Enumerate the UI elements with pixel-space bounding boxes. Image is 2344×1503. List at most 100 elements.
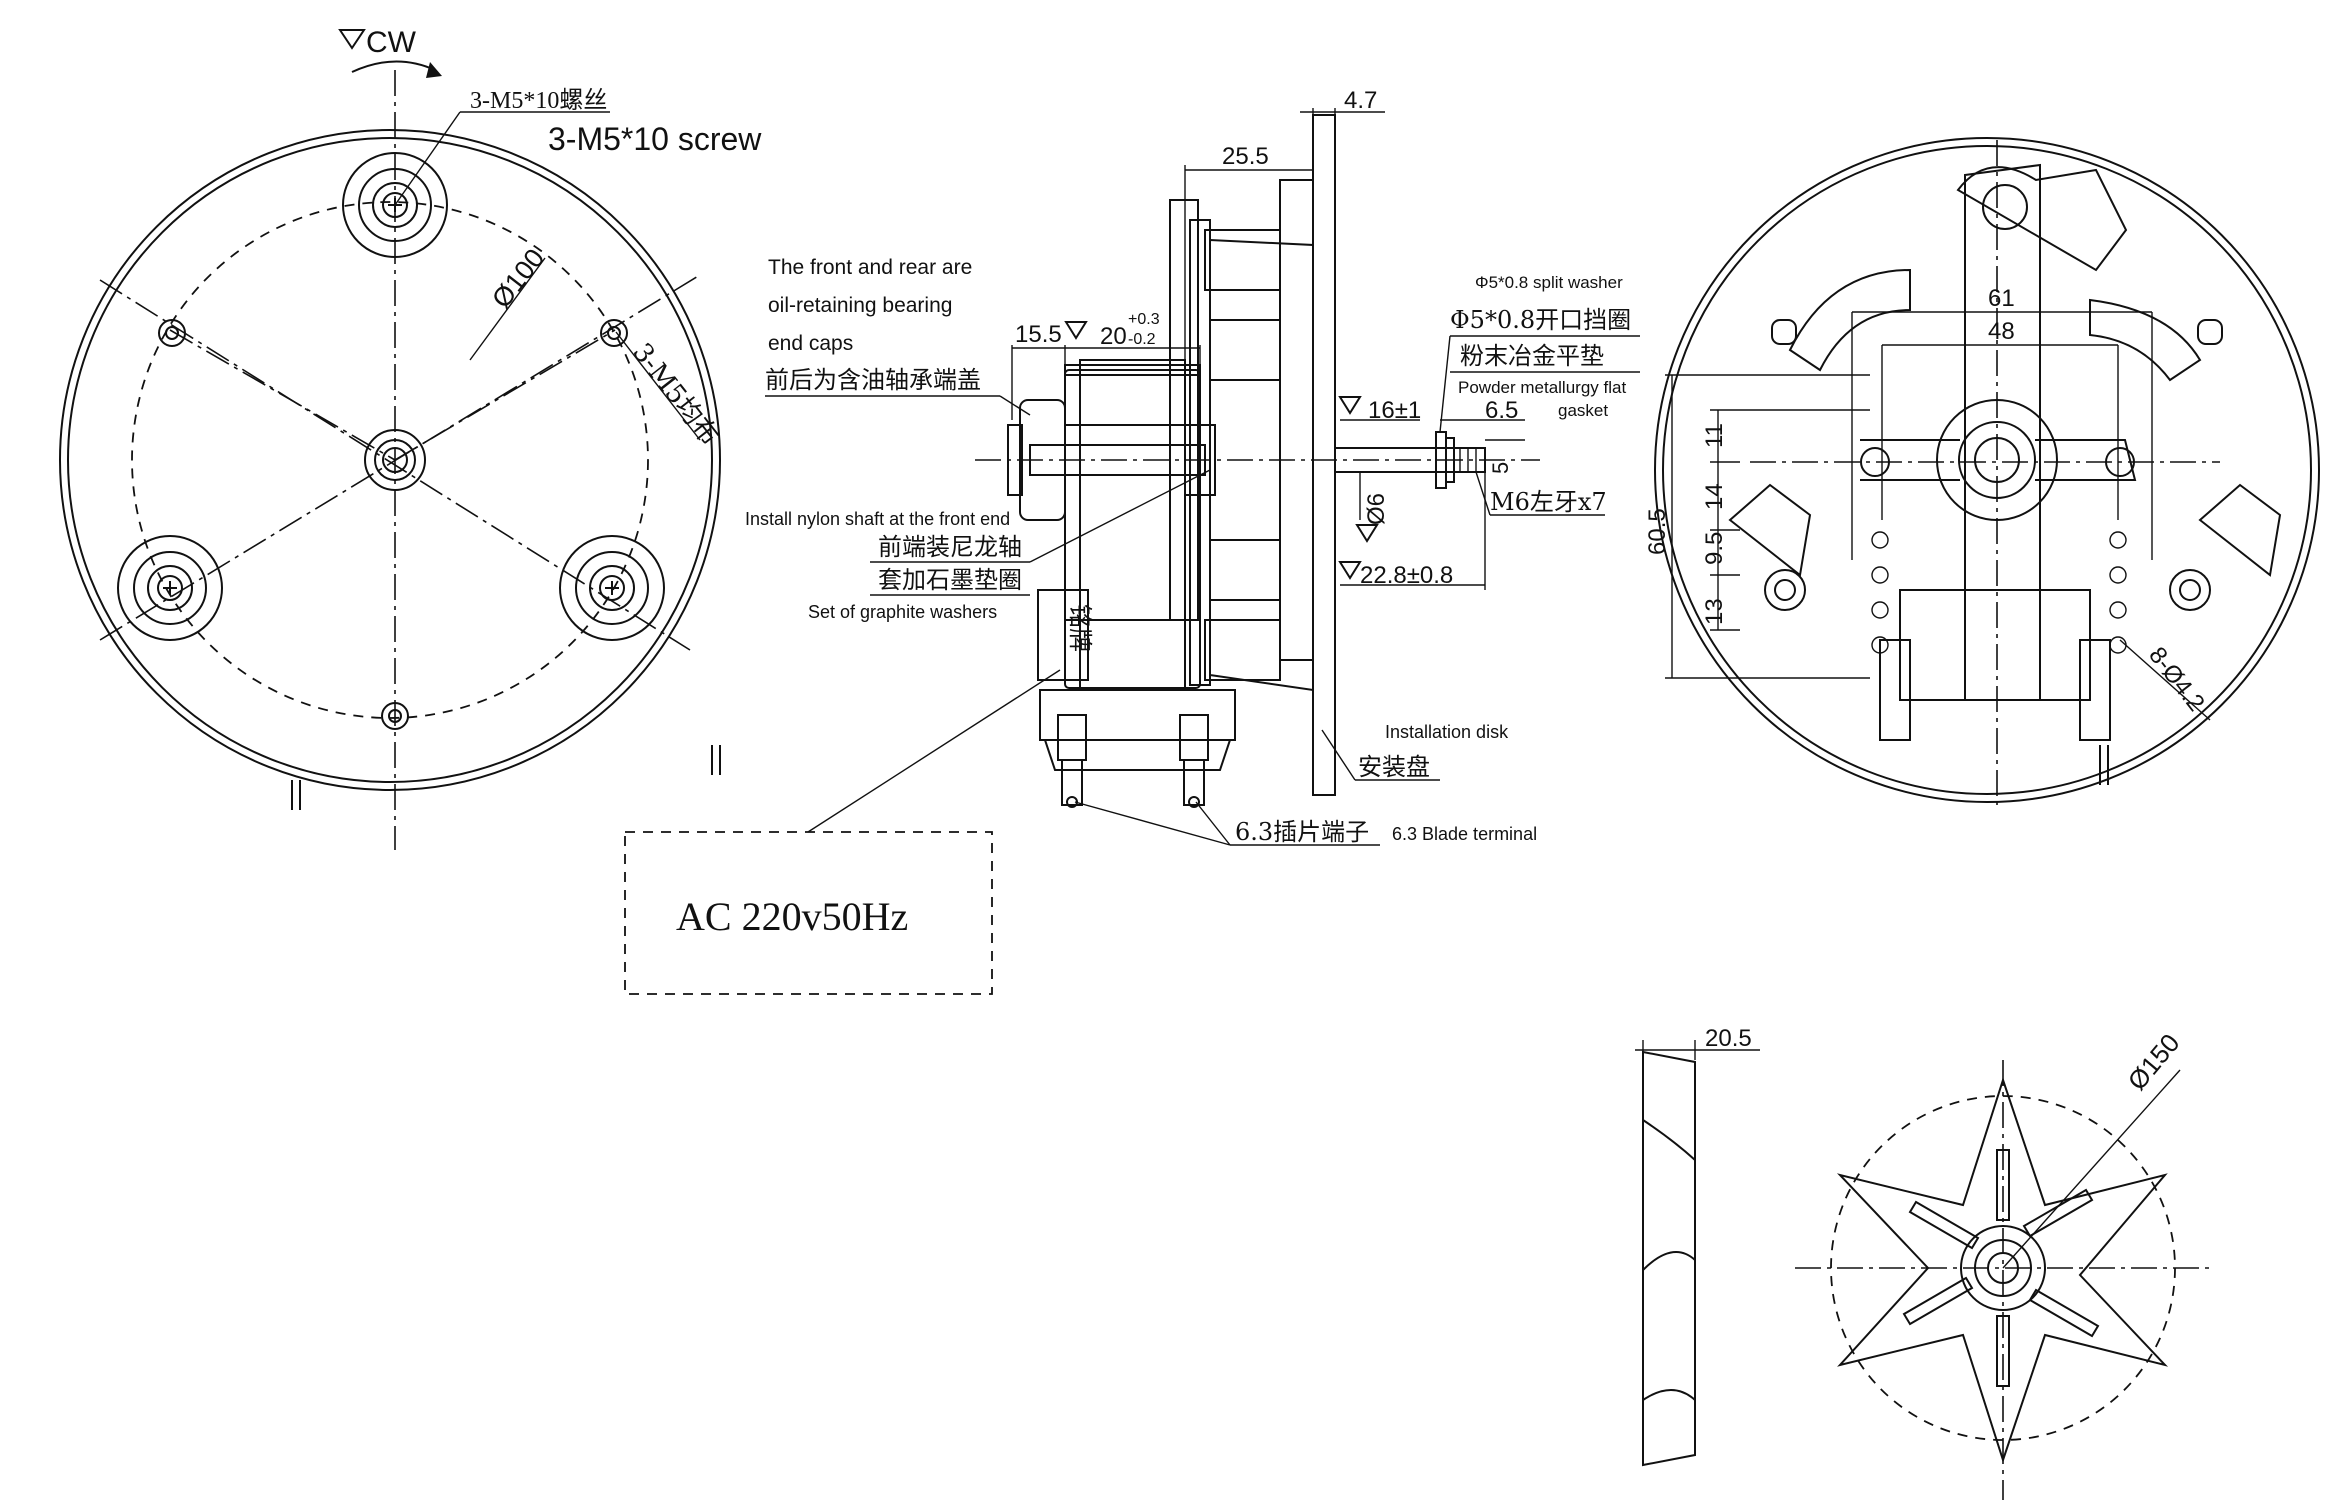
gasket-en-1: Powder metallurgy flat	[1458, 378, 1626, 397]
coil-top	[1064, 364, 1201, 426]
dim-6-5: 6.5	[1440, 397, 1525, 441]
fan-hub-outer	[1960, 1225, 2046, 1311]
outer-flange-rim	[67, 137, 713, 783]
dim-4-7: 4.7	[1300, 87, 1385, 125]
bearing-en-3: end caps	[768, 332, 853, 355]
graphite-en: Set of graphite washers	[808, 602, 997, 622]
rotor-shaft	[1029, 444, 1206, 476]
bolt-circle-dim-line	[469, 257, 546, 361]
diagonal-centerline-a	[99, 279, 691, 651]
disk-en: Installation disk	[1385, 722, 1509, 742]
dim-20-tol-plus: +0.3	[1128, 311, 1160, 328]
dim-25-5-label: 25.5	[1222, 143, 1269, 170]
dim-5-label: 5	[1488, 462, 1513, 474]
dim-13-label: 13	[1701, 598, 1728, 625]
bracket-top	[1956, 166, 2128, 272]
hub-flanges	[1204, 229, 1281, 681]
rear-bracket	[1964, 163, 2041, 701]
dim-22-8-label: 22.8±0.8	[1360, 562, 1453, 589]
dim-20-label: 20	[1100, 323, 1127, 350]
terminal-cn: 6.3插片端子	[1235, 818, 1369, 846]
flat-gasket	[1445, 437, 1455, 483]
dim-16: 16±1	[1338, 396, 1421, 424]
center-hub	[364, 429, 426, 491]
rear-bearing-boss	[1007, 424, 1023, 496]
screw-callout: 3-M5*10螺丝 3-M5*10 screw	[394, 87, 762, 206]
bolt-circle-dim: Ø100	[486, 243, 550, 314]
pole-right-top	[2089, 298, 2202, 382]
dim-61-label: 61	[1988, 285, 2015, 312]
bearing-callout: The front and rear are oil-retaining bea…	[765, 256, 1031, 416]
nameplate-label: 铭牌	[1066, 604, 1094, 652]
washer-en: Φ5*0.8 split washer	[1475, 273, 1623, 292]
nameplate-box	[1037, 589, 1089, 681]
dim-16-label: 16±1	[1368, 397, 1421, 424]
dim-22-8: 22.8±0.8	[1338, 472, 1486, 590]
dim-20-tol-minus: -0.2	[1128, 331, 1156, 348]
disk-callout: Installation disk 安装盘	[1321, 722, 1509, 781]
dim-5: 5	[1488, 462, 1513, 474]
bolt-circle	[131, 201, 649, 719]
dim-6-5-label: 6.5	[1485, 397, 1518, 424]
thread	[1459, 448, 1477, 472]
rear-holes-label: 8-Ø4.2	[2143, 642, 2209, 716]
screw-boss-bottom-left	[117, 535, 223, 641]
graphite-cn: 套加石墨垫圈	[878, 566, 1022, 594]
frame-ribs	[1210, 319, 1280, 601]
disk-cone	[1209, 238, 1314, 692]
thread-label: M6左牙x7	[1490, 488, 1607, 516]
lead-right	[711, 745, 721, 775]
dim-phi6-marker	[1355, 524, 1379, 543]
terminal-en: 6.3 Blade terminal	[1392, 824, 1537, 844]
dim-60-5-label: 60.5	[1644, 508, 1671, 555]
fan-blade-star	[1836, 1076, 2169, 1464]
dim-48-label: 48	[1988, 318, 2015, 345]
terminal-callout: 6.3插片端子 6.3 Blade terminal	[1074, 801, 1537, 846]
motor-side-view: 铭牌 4.7 25.5	[624, 87, 1640, 995]
rotation-indicator: CW	[338, 26, 442, 78]
washer-cn: Φ5*0.8开口挡圈	[1450, 306, 1631, 334]
nylon-graphite-callout: Install nylon shaft at the front end 前端装…	[745, 469, 1211, 622]
voltage-label: AC 220v50Hz	[676, 894, 908, 939]
holes-label: 3-M5均布	[626, 338, 724, 451]
rear-vertical-dims	[1665, 374, 1870, 679]
dim-13: 13	[1701, 598, 1728, 625]
rear-leg-left	[1879, 639, 1911, 741]
fan-profile-blades	[1642, 1119, 1696, 1401]
screw-boss-top	[342, 152, 448, 258]
rear-holes-leader	[2119, 639, 2211, 721]
dim-11-label: 11	[1701, 423, 1728, 448]
rear-bearing-cap	[1019, 399, 1066, 521]
rear-view: 61 48 11 14 60.5 9.5 13 8-Ø4.2	[1644, 137, 2320, 805]
front-bearing-cap	[1184, 424, 1216, 496]
rear-holes	[1764, 319, 2223, 654]
dim-14: 14	[1701, 483, 1728, 510]
voltage-box: AC 220v50Hz	[624, 669, 1061, 995]
pole-right	[2198, 483, 2282, 577]
bearing-en-1: The front and rear are	[768, 256, 972, 279]
nylon-cn: 前端装尼龙轴	[878, 533, 1022, 561]
disk-cn: 安装盘	[1358, 753, 1430, 781]
nameplate-label-group: 铭牌	[1066, 604, 1094, 652]
gasket-en-2: gasket	[1558, 401, 1608, 420]
dim-15-5-20: 15.5 20 +0.3 -0.2	[1011, 311, 1201, 420]
bolt-circle-dia-label: Ø100	[486, 243, 550, 314]
dim-25-5: 25.5	[1184, 143, 1314, 425]
terminal-block	[1039, 689, 1236, 808]
fan-hub-mid	[1974, 1239, 2032, 1297]
dim-phi6-label: Ø6	[1363, 493, 1390, 525]
dim-15-5-label: 15.5	[1015, 321, 1062, 348]
dim-9-5: 9.5	[1701, 532, 1728, 565]
stator-body	[1064, 369, 1201, 689]
dim-9-5-label: 9.5	[1701, 532, 1728, 565]
holes-callout: 3-M5均布	[626, 338, 724, 451]
thread-callout: M6左牙x7	[1475, 471, 1607, 516]
fan-dia-leader	[2002, 1069, 2181, 1269]
rear-outer-circle	[1654, 137, 2320, 803]
screw-boss-bottom-right	[559, 535, 665, 641]
rear-outer-rim	[1662, 145, 2312, 795]
fan-profile: 20.5	[1635, 1025, 1760, 1467]
bearing-cn: 前后为含油轴承端盖	[765, 366, 981, 394]
outer-flange-circle	[59, 129, 721, 791]
